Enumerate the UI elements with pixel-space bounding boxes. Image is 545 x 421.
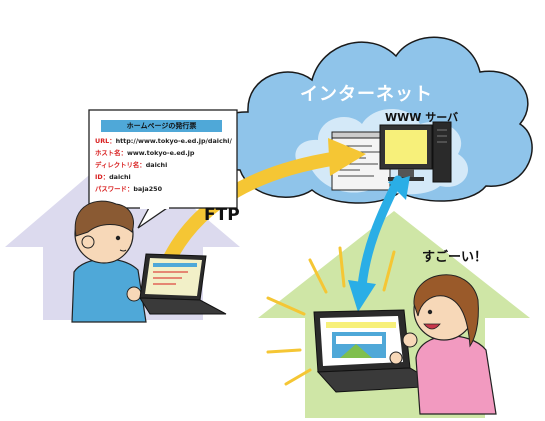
- note-value: baja250: [133, 185, 163, 193]
- note-sep: ：: [120, 149, 127, 157]
- note-key: ディレクトリ名: [95, 161, 140, 169]
- boy-character: [71, 200, 147, 323]
- ftp-label: FTP: [204, 205, 240, 225]
- sparkle-lines: [266, 246, 396, 386]
- note-key: ID: [95, 173, 103, 181]
- note-key: URL: [95, 137, 110, 145]
- girl-character: [389, 274, 497, 415]
- note-row: ID：daichi: [95, 172, 131, 181]
- note-row: URL：http://www.tokyo-e.ed.jp/daichi/: [95, 136, 232, 145]
- note-sep: ：: [102, 173, 110, 181]
- note-value: daichi: [109, 173, 131, 181]
- right-laptop: [313, 309, 442, 393]
- note-value: www.tokyo-e.ed.jp: [126, 149, 195, 157]
- ftp-arrowhead: [328, 138, 366, 176]
- note-row: ディレクトリ名：daichi: [95, 160, 167, 169]
- view-arrowhead-up: [388, 176, 410, 200]
- note-value: http://www.tokyo-e.ed.jp/daichi/: [115, 137, 232, 145]
- note-sep: ：: [109, 137, 116, 145]
- note-row: パスワード：baja250: [95, 184, 162, 193]
- note-sep: ：: [139, 161, 146, 169]
- server-label: WWW サーバ: [385, 111, 459, 124]
- publish-note: ホームページの発行票 URL：http://www.tokyo-e.ed.jp/…: [89, 110, 237, 208]
- internet-label: インターネット: [300, 84, 433, 105]
- note-sep: ：: [126, 185, 134, 193]
- note-value: daichi: [145, 161, 168, 169]
- note-key: ホスト名: [95, 149, 121, 157]
- publish-note-title: ホームページの発行票: [101, 120, 222, 132]
- exclamation-label: すごーい！: [422, 250, 488, 265]
- view-arrow: [357, 175, 403, 291]
- note-key: パスワード: [95, 185, 127, 193]
- view-arrowhead-down: [348, 280, 376, 312]
- note-row: ホスト名：www.tokyo-e.ed.jp: [95, 148, 194, 157]
- left-laptop: [139, 253, 227, 315]
